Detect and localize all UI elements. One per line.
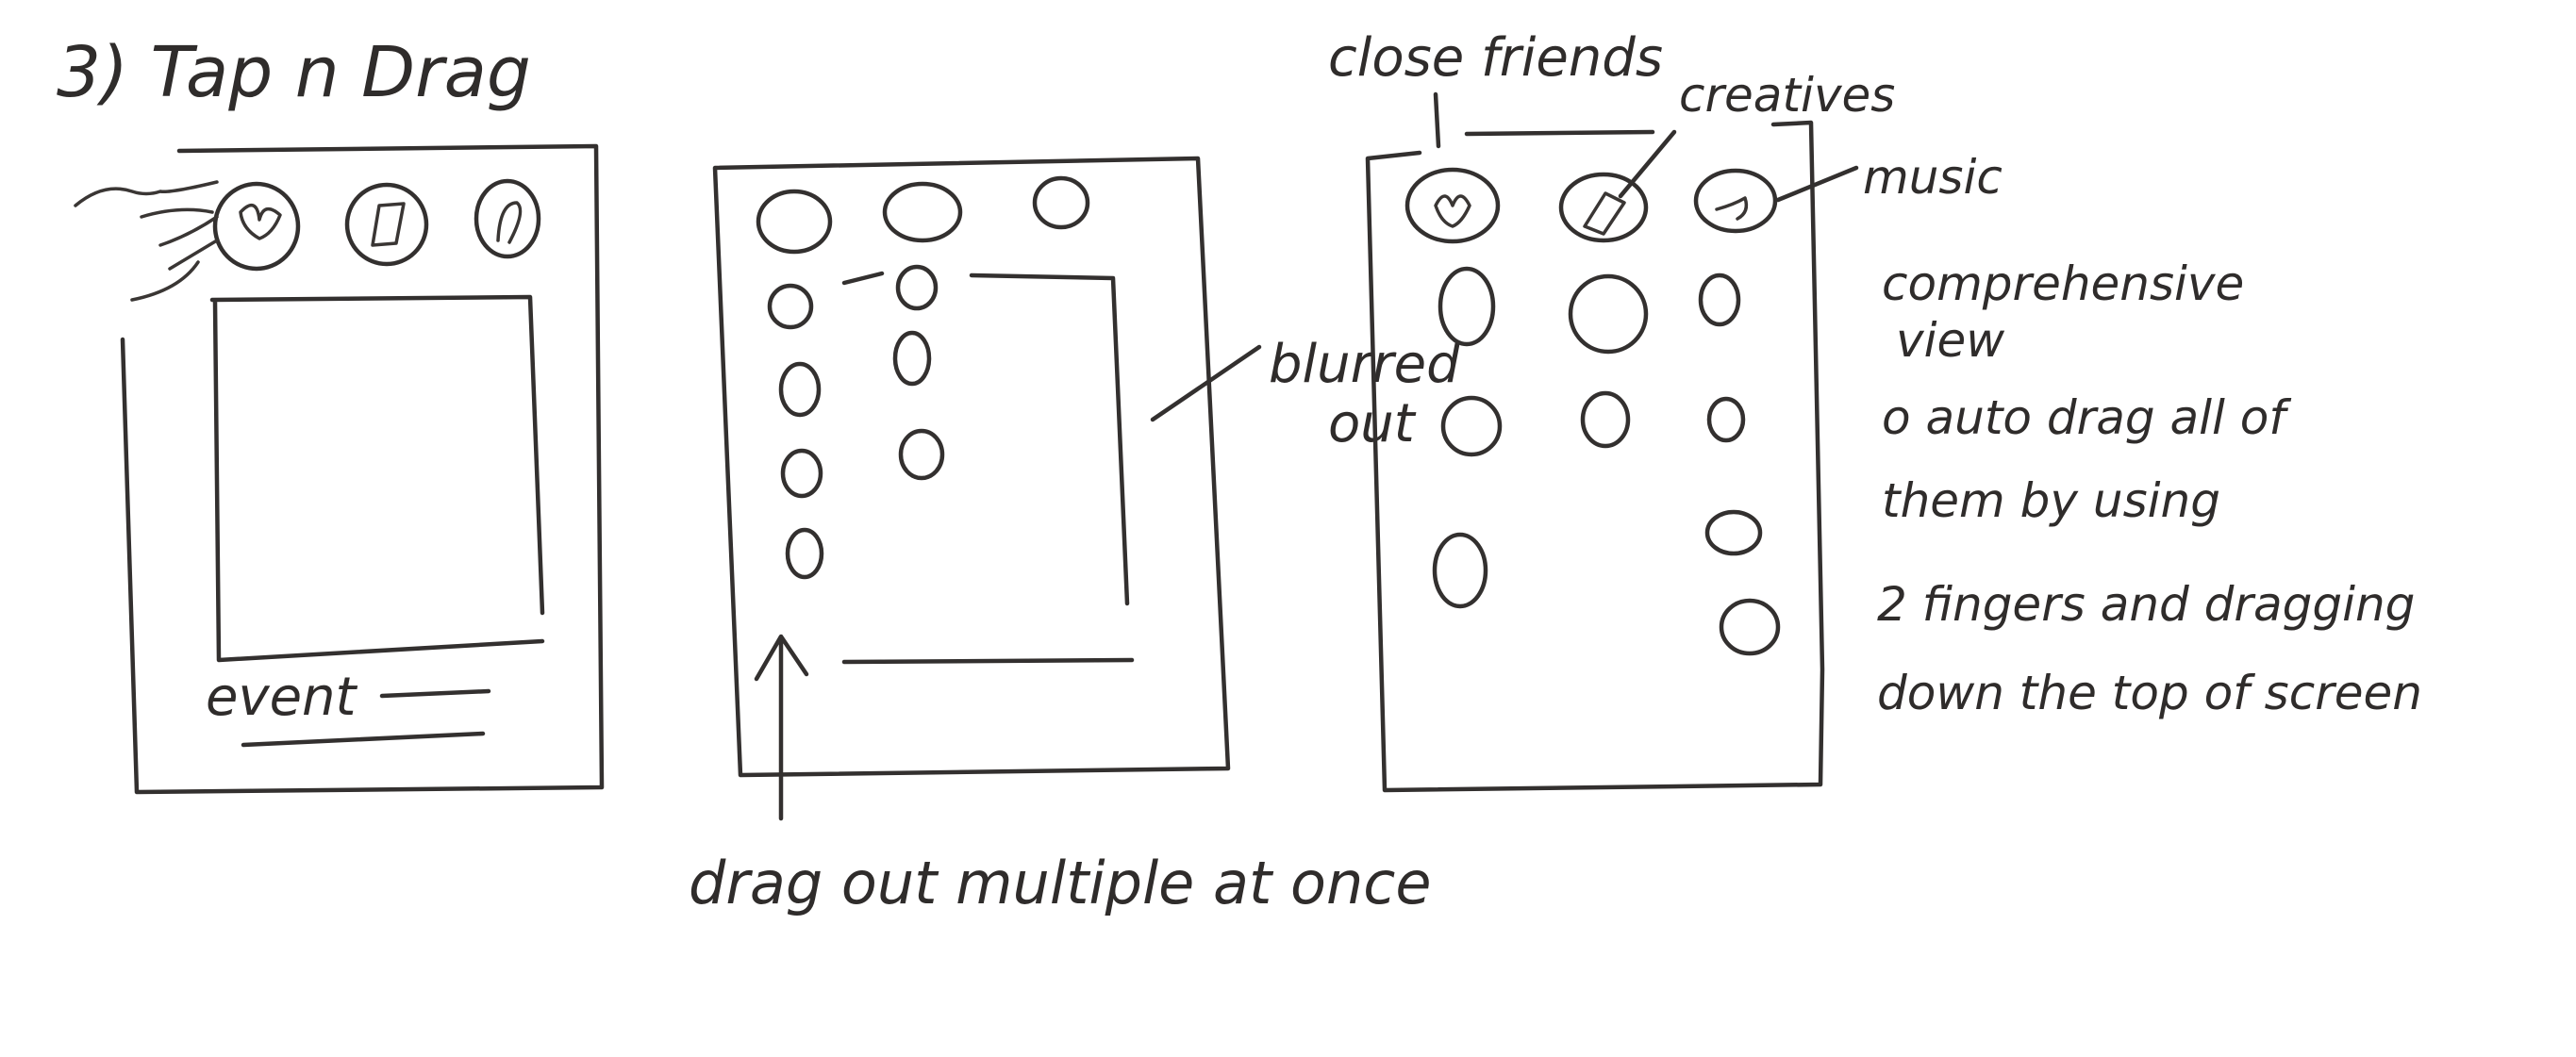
panel-3-frame bbox=[1365, 120, 1825, 793]
hand-cursor-icon bbox=[74, 180, 219, 302]
up-arrow-icon bbox=[754, 634, 809, 821]
panel-1-caption-line bbox=[379, 688, 491, 699]
heart-icon bbox=[239, 203, 282, 240]
creatives-leader bbox=[1618, 129, 1677, 199]
blurred-note-line-1: blurred bbox=[1269, 334, 1460, 395]
profile-circle[interactable] bbox=[778, 361, 822, 418]
panel-3-note-line-6: down the top of screen bbox=[1877, 666, 2422, 720]
category-label-creatives: creatives bbox=[1679, 68, 1895, 123]
panel-1-caption-line-2 bbox=[241, 731, 486, 748]
profile-circle[interactable] bbox=[1704, 509, 1763, 556]
blurred-leader-line bbox=[1150, 344, 1262, 422]
creatives-button[interactable] bbox=[1558, 172, 1649, 243]
panel-1-event-caption: event bbox=[206, 667, 358, 728]
panel-3-note-line-1: comprehensive bbox=[1882, 256, 2244, 311]
music-icon bbox=[496, 201, 523, 244]
creatives-category-button[interactable] bbox=[344, 182, 429, 267]
music-icon bbox=[1715, 196, 1749, 221]
sketch-title: 3) Tap n Drag bbox=[57, 32, 531, 113]
panel-2-creatives-button[interactable] bbox=[882, 181, 963, 243]
music-category-button[interactable] bbox=[474, 178, 541, 259]
panel-1-content-card bbox=[209, 294, 545, 663]
panel-1-phone: event bbox=[74, 143, 605, 795]
profile-circle[interactable] bbox=[785, 527, 824, 580]
panel-3-note-line-4: them by using bbox=[1882, 473, 2220, 528]
close-friends-button[interactable] bbox=[1404, 167, 1501, 244]
profile-circle[interactable] bbox=[1698, 273, 1741, 327]
profile-circle[interactable] bbox=[1580, 390, 1631, 449]
music-button[interactable] bbox=[1693, 168, 1778, 234]
profile-circle[interactable] bbox=[895, 264, 939, 311]
profile-circle[interactable] bbox=[898, 428, 945, 481]
panel-3-note-line-3: o auto drag all of bbox=[1882, 390, 2291, 445]
profile-circle[interactable] bbox=[1438, 266, 1496, 347]
profile-circle[interactable] bbox=[1568, 273, 1649, 355]
profile-circle[interactable] bbox=[1706, 396, 1746, 443]
heart-category-button[interactable] bbox=[212, 181, 301, 272]
panel-2-blurred-content bbox=[841, 271, 1135, 665]
profile-circle[interactable] bbox=[1719, 598, 1781, 656]
panel-3-note-line-2: view bbox=[1896, 313, 2004, 368]
close-friends-leader bbox=[1433, 91, 1441, 149]
profile-circle[interactable] bbox=[767, 283, 814, 330]
profile-circle[interactable] bbox=[1432, 532, 1488, 609]
panel-2-music-button[interactable] bbox=[1032, 175, 1090, 230]
category-label-close-friends: close friends bbox=[1328, 27, 1663, 89]
tag-icon bbox=[1583, 191, 1626, 236]
profile-circle[interactable] bbox=[1440, 395, 1503, 457]
category-label-music: music bbox=[1863, 150, 2003, 205]
music-leader bbox=[1775, 165, 1859, 203]
panel-2-frame bbox=[712, 156, 1231, 778]
drag-out-note: drag out multiple at once bbox=[689, 849, 1432, 917]
heart-icon bbox=[1434, 194, 1471, 228]
panel-3-note-line-5: 2 fingers and dragging bbox=[1877, 577, 2415, 632]
panel-3-phone: close friends creatives music comprehens… bbox=[1328, 27, 2422, 793]
panel-2-heart-button[interactable] bbox=[756, 189, 833, 255]
panel-2-phone: blurred out drag out multiple at once bbox=[689, 156, 1460, 917]
tag-icon bbox=[371, 202, 406, 247]
profile-circle[interactable] bbox=[892, 330, 932, 387]
panel-1-frame bbox=[120, 143, 605, 795]
profile-circle[interactable] bbox=[780, 448, 823, 499]
